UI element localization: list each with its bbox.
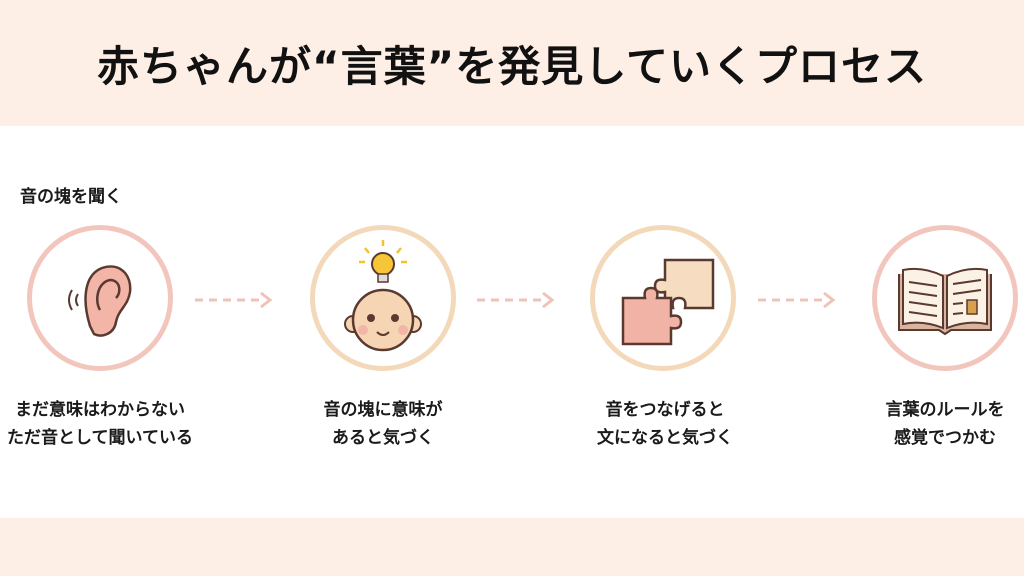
arrow-3-icon: [758, 291, 836, 309]
caption-line: まだ意味はわからない: [15, 400, 185, 420]
caption-line: 言葉のルールを: [885, 400, 1005, 420]
caption-line: ただ音として聞いている: [7, 428, 193, 448]
step-1-caption: まだ意味はわからないただ音として聞いている: [0, 396, 220, 452]
step-2-circle: [310, 225, 456, 371]
page-title: 赤ちゃんが“言葉”を発見していくプロセス: [97, 41, 927, 91]
step-4-caption: 言葉のルールを感覚でつかむ: [825, 396, 1024, 452]
caption-line: あると気づく: [332, 428, 434, 448]
section-subtitle: 音の塊を聞く: [20, 187, 122, 207]
arrow-1-icon: [195, 291, 273, 309]
caption-line: 文になると気づく: [597, 428, 733, 448]
step-4-circle: [872, 225, 1018, 371]
step-2-caption: 音の塊に意味があると気づく: [263, 396, 503, 452]
book-icon: [898, 267, 992, 336]
footer-band: [0, 518, 1024, 576]
caption-line: 感覚でつかむ: [894, 428, 996, 448]
puzzle-icon: [621, 258, 715, 346]
step-1-circle: [27, 225, 173, 371]
header-band: 赤ちゃんが“言葉”を発見していくプロセス: [0, 0, 1024, 126]
step-3-caption: 音をつなげると文になると気づく: [545, 396, 785, 452]
arrow-2-icon: [477, 291, 555, 309]
caption-line: 音の塊に意味が: [323, 400, 443, 420]
ear-icon: [68, 265, 132, 337]
caption-line: 音をつなげると: [605, 400, 725, 420]
step-3-circle: [590, 225, 736, 371]
baby-lightbulb-icon: [344, 240, 422, 352]
